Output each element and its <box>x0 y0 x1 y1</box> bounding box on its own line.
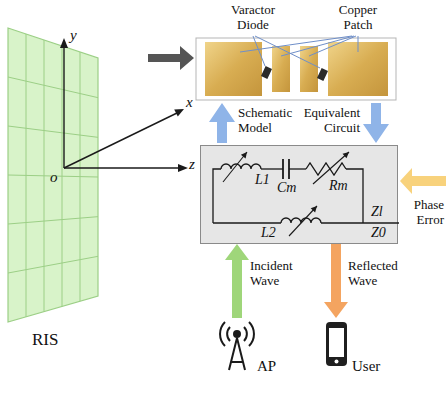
antenna-icon <box>220 322 254 370</box>
x-axis <box>64 113 177 168</box>
component-label: Cm <box>277 180 296 196</box>
tuning-arrow <box>289 206 317 236</box>
grid-line <box>8 77 98 98</box>
wire <box>289 168 306 169</box>
inductor-symbol <box>221 164 261 169</box>
edge-label: Incident Wave <box>250 258 304 288</box>
callout-label: Copper Patch <box>326 2 390 32</box>
phone-screen <box>329 328 344 357</box>
unit-cell-box <box>196 38 396 100</box>
wire <box>261 168 283 169</box>
axis-label: x <box>186 95 196 110</box>
inductor-symbol <box>281 218 321 223</box>
wire <box>321 222 399 223</box>
capacitor-symbol <box>283 159 289 179</box>
edge-label: Reflected Wave <box>348 258 408 288</box>
wave-arrow <box>232 260 242 318</box>
wire <box>213 169 221 223</box>
access-point: AP <box>215 318 295 394</box>
wire <box>346 169 363 223</box>
leader-lines <box>240 36 358 68</box>
arrow-label: Phase Error <box>400 197 444 227</box>
equivalent-arrow <box>363 103 389 143</box>
z-axis <box>64 167 179 168</box>
equivalent-circuit-box: L1Cm RmL2 ZlZ0 <box>200 145 398 244</box>
tuning-arrow-head <box>311 206 317 212</box>
user-device: User <box>320 318 400 394</box>
component-label: L1 <box>255 172 270 188</box>
user-device-art <box>320 318 400 394</box>
varactor-diode <box>317 68 328 81</box>
wave-arrow <box>331 244 341 302</box>
grid-line <box>8 126 98 137</box>
wire <box>213 222 281 223</box>
panel-label: RIS <box>32 330 58 350</box>
resistor-symbol <box>306 163 346 175</box>
impedance-label: Z0 <box>371 225 386 241</box>
leader-line <box>358 36 359 52</box>
ris-surface <box>8 28 98 322</box>
axis-head <box>174 109 184 117</box>
equivalent-circuit-box-art <box>201 146 397 243</box>
phase-error-arrow <box>400 168 446 194</box>
antenna-dot <box>234 331 240 337</box>
phone-button <box>335 360 339 364</box>
component-label: Rm <box>329 178 348 194</box>
arrow-label: Equivalent Circuit <box>302 105 360 135</box>
axis-label: o <box>50 170 60 185</box>
ris-panel-node: RIS <box>4 24 108 374</box>
tuning-arrow-head <box>343 152 349 158</box>
schematic-arrow <box>209 103 235 143</box>
grid-line <box>8 256 98 273</box>
leader-line <box>309 36 356 56</box>
device-label: AP <box>257 358 276 375</box>
axis-head <box>60 38 68 48</box>
y-axis <box>63 47 64 168</box>
copper-patch <box>272 46 290 92</box>
varactor-diode <box>261 66 272 79</box>
leader-line <box>281 36 354 56</box>
circuit-wires <box>213 159 399 223</box>
axis-label: y <box>70 28 80 43</box>
impedance-label: Zl <box>371 204 383 220</box>
phone-body <box>326 322 347 366</box>
ris-panel <box>8 28 98 322</box>
phone-icon <box>326 322 347 366</box>
leader-line <box>240 36 352 52</box>
leader-line <box>255 36 320 68</box>
device-label: User <box>352 358 380 375</box>
axis-label: z <box>189 157 199 172</box>
component-label: L2 <box>261 225 276 241</box>
callout-label: Varactor Diode <box>220 2 286 32</box>
zoom-arrow <box>148 46 194 70</box>
arrow-label: Schematic Model <box>238 105 296 135</box>
access-point-art <box>215 318 295 394</box>
grid-line <box>8 217 98 224</box>
tuning-arrow <box>223 152 247 182</box>
axis-head <box>178 164 188 172</box>
tuning-arrow-head <box>241 152 247 159</box>
radio-waves <box>220 322 254 346</box>
antenna-mast <box>229 338 245 370</box>
